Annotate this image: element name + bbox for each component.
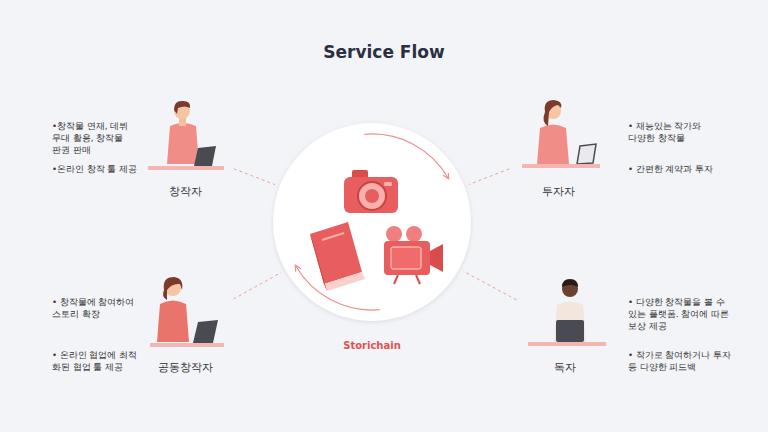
co-creator-figure	[150, 277, 224, 347]
diagram-title: Service Flow	[0, 42, 768, 62]
connector-line	[233, 273, 281, 299]
role-group: 독자• 다양한 창작물을 볼 수 있는 플랫폼. 참여에 따른 보상 제공• 작…	[520, 272, 610, 380]
bullet-text: • 간편한 계약과 투자	[628, 163, 728, 175]
role-group: 공동창작자• 창작물에 참여하여 스토리 확장• 온라인 협업에 최적 화된 협…	[140, 272, 230, 380]
role-name: 창작자	[140, 185, 230, 198]
platform-circle: Storichain	[272, 122, 472, 322]
role-group: 창작자•창작물 연재, 데뷔 무대 활용, 창작물 판권 판매•온라인 창작 툴…	[140, 96, 230, 204]
dashed-connector	[469, 169, 509, 185]
role-name: 독자	[520, 361, 610, 374]
bullet-text: • 재능있는 작가와 다양한 창작물	[628, 120, 712, 144]
connector-line	[469, 169, 509, 185]
dashed-connector	[233, 273, 281, 299]
bullet-text: • 온라인 협업에 최적 화된 협업 툴 제공	[52, 349, 144, 373]
bullet-text: • 창작물에 참여하여 스토리 확장	[52, 296, 144, 320]
role-name: 공동창작자	[140, 361, 230, 374]
circle-outline	[272, 122, 472, 322]
bullet-text: • 다양한 창작물을 볼 수 있는 플랫폼. 참여에 따른 보상 제공	[628, 296, 732, 332]
connector-line	[234, 169, 275, 185]
brand-label: Storichain	[320, 339, 424, 352]
bullet-text: •창작물 연재, 데뷔 무대 활용, 창작물 판권 판매	[52, 120, 140, 156]
bullet-text: •온라인 창작 툴 제공	[52, 163, 140, 175]
dashed-connector	[464, 271, 517, 300]
investor-figure	[522, 100, 600, 168]
role-group: 투자자• 재능있는 작가와 다양한 창작물• 간편한 계약과 투자	[513, 96, 603, 204]
bullet-text: • 작가로 참여하거나 투자 등 다양한 피드백	[628, 349, 732, 373]
creator-figure	[148, 101, 224, 170]
connector-line	[464, 271, 517, 300]
role-name: 투자자	[513, 185, 603, 198]
reader-figure	[528, 279, 606, 346]
dashed-connector	[234, 169, 275, 185]
